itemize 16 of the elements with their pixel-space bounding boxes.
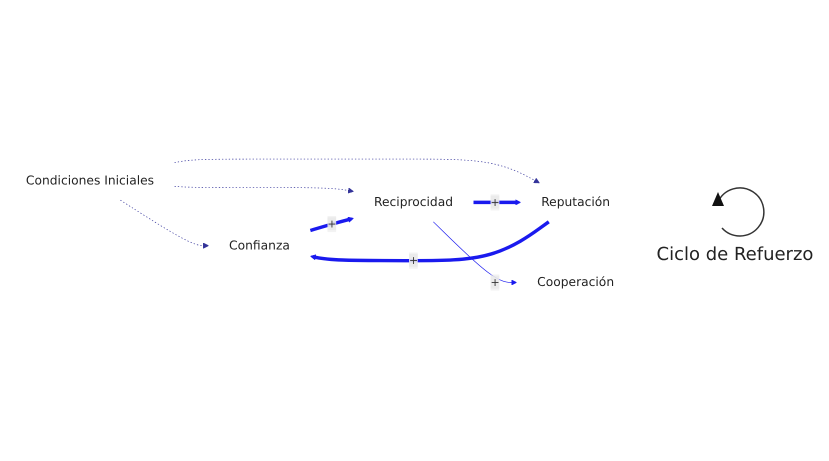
edge-label: + bbox=[408, 254, 418, 267]
arrow bbox=[174, 158, 540, 184]
arrow bbox=[310, 220, 550, 262]
edge-label: + bbox=[327, 217, 337, 230]
loop-label: Ciclo de Refuerzo bbox=[656, 244, 814, 265]
variable-label: Reciprocidad bbox=[374, 195, 454, 210]
edge-label: + bbox=[490, 276, 500, 289]
arrow bbox=[474, 199, 522, 206]
arrow bbox=[174, 186, 354, 194]
edge-label: + bbox=[490, 196, 500, 209]
arrow bbox=[432, 221, 517, 286]
variable-label: Confianza bbox=[229, 238, 290, 253]
arrow bbox=[120, 200, 209, 249]
variable-label: Cooperación bbox=[537, 275, 614, 290]
variable-label: Condiciones Iniciales bbox=[26, 174, 154, 188]
variable-label: Reputación bbox=[541, 195, 610, 210]
